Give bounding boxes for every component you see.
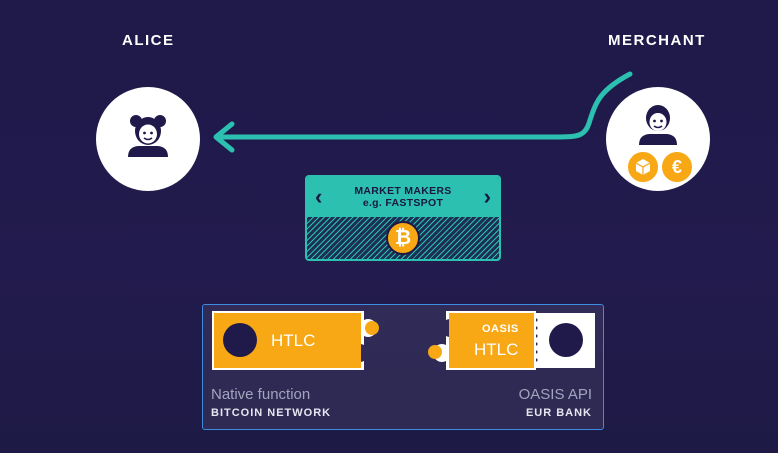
eur-bank-caption: EUR BANK — [525, 407, 592, 419]
chevron-right-icon[interactable]: › — [483, 184, 491, 209]
native-function-caption: Native function — [211, 386, 311, 403]
htlc-left-label: HTLC — [271, 331, 316, 350]
htlc-right-piece — [428, 311, 595, 370]
market-makers-text: MARKET MAKERS e.g. FASTSPOT — [354, 185, 451, 209]
htlc-left-piece — [212, 311, 379, 370]
htlc-right-prefix: OASIS — [482, 323, 519, 335]
market-makers-header: ‹ MARKET MAKERS e.g. FASTSPOT › — [307, 177, 499, 217]
market-makers-pattern: ₿ — [307, 217, 499, 259]
alice-avatar — [96, 87, 200, 191]
euro-coin-icon: € — [660, 150, 694, 184]
bitcoin-network-caption: BITCOIN NETWORK — [211, 407, 332, 419]
market-makers-title: MARKET MAKERS — [354, 185, 452, 197]
package-badge — [626, 150, 660, 184]
market-makers-subtitle: e.g. FASTSPOT — [362, 197, 444, 209]
htlc-right-label: HTLC — [474, 340, 519, 359]
merchant-label: MERCHANT — [608, 32, 706, 49]
market-makers-box: ‹ MARKET MAKERS e.g. FASTSPOT › ₿ — [305, 175, 501, 261]
alice-label: ALICE — [122, 32, 175, 49]
alice-avatar-icon — [128, 115, 168, 157]
oasis-api-caption: OASIS API — [518, 386, 592, 403]
arrow-left-icon — [215, 71, 633, 140]
merchant-avatar-icon — [639, 105, 677, 145]
chevron-left-icon[interactable]: ‹ — [315, 184, 323, 209]
bitcoin-coin-icon: ₿ — [386, 221, 420, 255]
package-icon — [635, 159, 651, 175]
